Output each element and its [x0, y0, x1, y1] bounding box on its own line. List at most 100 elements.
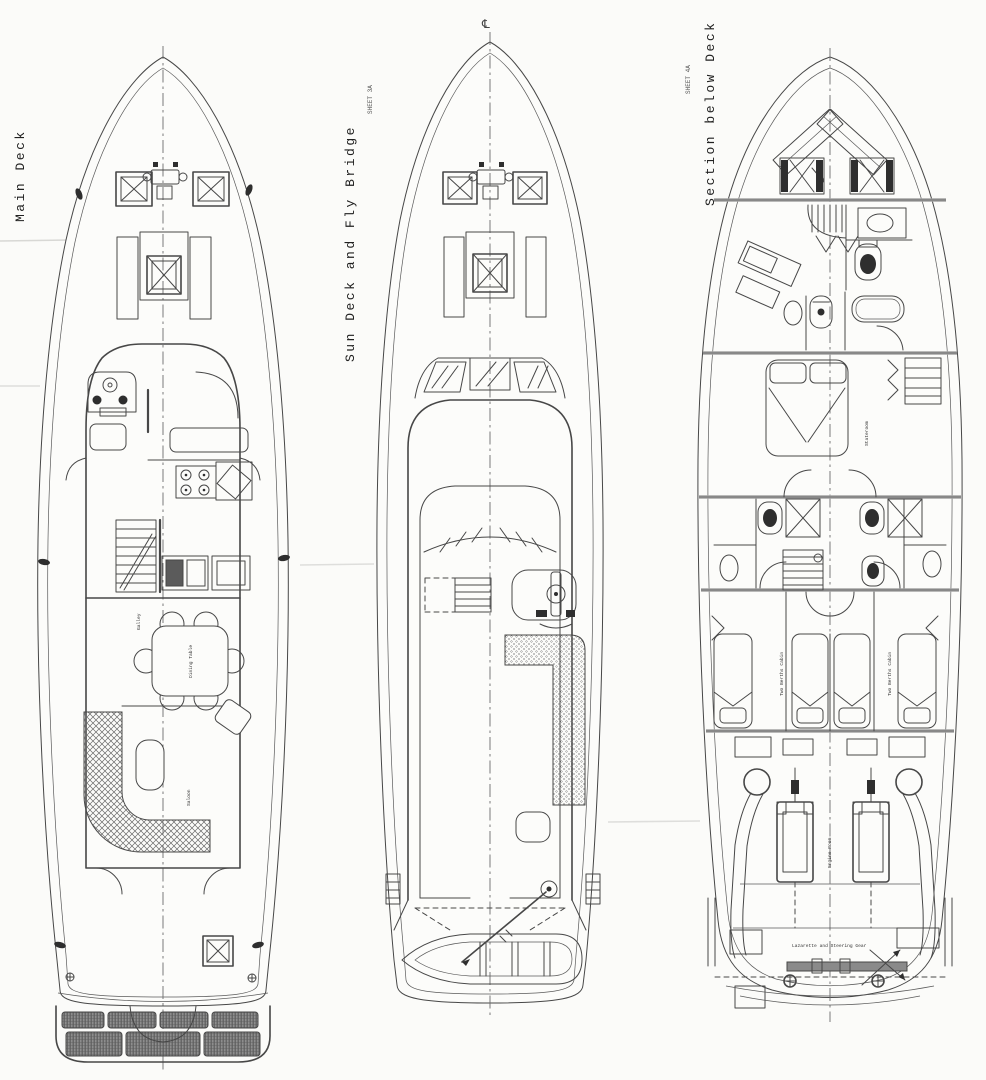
saloon-sofa — [83, 711, 211, 853]
stateroom-label: Stateroom — [864, 421, 870, 446]
helm-console — [87, 371, 137, 417]
foredeck-locker-starboard — [525, 236, 547, 318]
crew-berth-port — [779, 157, 825, 195]
galley — [85, 459, 253, 599]
main-deck-title: Main Deck — [13, 129, 28, 222]
berth — [897, 633, 937, 729]
aft-deck — [54, 867, 269, 1002]
foredeck-locker-starboard — [189, 236, 212, 320]
twin-cabins — [711, 591, 939, 732]
scan-artifacts — [0, 239, 701, 823]
bathtub — [851, 295, 905, 323]
grating-panel — [125, 1031, 201, 1057]
main-deck-plan: Main Deck — [13, 46, 290, 1070]
foredeck-hatch-starboard — [192, 171, 230, 207]
lazarette — [707, 897, 953, 1009]
transom-curves — [725, 985, 935, 1006]
lazarette-label: Lazarette and Steering Gear — [792, 943, 867, 949]
grating-panel — [203, 1031, 261, 1057]
dining-label: Dining Table — [188, 645, 194, 678]
sink — [783, 300, 803, 326]
door-swing — [848, 469, 877, 498]
coffee-table — [135, 739, 165, 791]
twin-cabin-label-port: Two Berths Cabin — [779, 652, 785, 696]
door-swing — [759, 561, 787, 589]
pilothouse-settee-starboard — [169, 427, 249, 453]
shower-stall — [887, 498, 923, 538]
boarding-step-starboard — [585, 873, 601, 905]
bidet — [861, 555, 885, 587]
toilet — [757, 501, 783, 535]
crew-head-starboard — [845, 204, 913, 291]
windshield — [414, 357, 566, 399]
dresser — [904, 357, 942, 405]
grating-panel — [211, 1011, 259, 1029]
sheet-note-4a: SHEET 4A — [685, 65, 692, 94]
sink — [719, 554, 739, 582]
side-deck-door-starboard — [239, 457, 261, 481]
aft-sun-deck — [385, 873, 601, 985]
below-deck-title: Section below Deck — [703, 21, 718, 206]
steering-column — [550, 571, 562, 617]
midship-cleat-port — [38, 558, 50, 566]
transom-gate-swing — [129, 1005, 197, 1043]
companionway-stairs — [115, 519, 157, 593]
foredeck-hatch-port — [442, 171, 478, 205]
saloon-door-port — [95, 867, 123, 895]
engine-starboard — [852, 767, 890, 929]
side-deck-door-port — [65, 457, 87, 481]
saloon-label: Saloon — [186, 789, 192, 806]
stern-cleat-starboard — [252, 941, 264, 949]
galley-label: Galley — [136, 613, 142, 630]
forward-head — [783, 291, 905, 351]
galley-sink — [216, 464, 252, 500]
crew-berth-starboard — [849, 157, 895, 195]
cabin-doors — [805, 591, 855, 617]
head-port — [713, 498, 821, 589]
crew-cabin-port — [735, 240, 802, 309]
bulwark-inner-line — [386, 52, 594, 995]
grating-panel — [65, 1031, 123, 1057]
crew-stairs — [807, 204, 859, 253]
dinghy-thwarts — [479, 941, 551, 977]
settee-back-line — [195, 371, 239, 419]
flybridge-stairs — [424, 577, 492, 613]
twin-cabin-label-starboard: Two Berths Cabin — [887, 652, 893, 696]
bulwark-inner-line — [707, 67, 953, 987]
berth — [833, 633, 871, 729]
stateroom — [765, 357, 942, 498]
midship-cleat-starboard — [278, 554, 290, 562]
stern-cleat-port — [54, 941, 66, 949]
locker-mark — [925, 615, 939, 641]
pillow — [903, 707, 931, 724]
sink — [866, 213, 894, 233]
sheet-note-3a: SHEET 3A — [367, 85, 374, 114]
saloon — [83, 699, 252, 853]
bow-cleat-starboard — [245, 184, 253, 196]
dining-area — [133, 611, 245, 711]
engine-port — [776, 767, 814, 929]
sun-deck-title: Sun Deck and Fly Bridge — [343, 125, 358, 362]
aft-deck-hatch — [202, 935, 234, 967]
grating-panel — [159, 1011, 209, 1029]
door-swing — [783, 469, 812, 498]
locker-mark — [711, 615, 725, 641]
pilothouse-settee-port — [89, 423, 127, 451]
bow-cleat-port — [75, 188, 83, 200]
berth — [713, 633, 753, 729]
foredeck-skylight — [139, 231, 189, 301]
steering-wheel — [546, 584, 566, 604]
toilet — [809, 295, 833, 329]
toilet — [859, 501, 885, 535]
head-starboard — [859, 498, 947, 589]
grating-panel — [107, 1011, 157, 1029]
foredeck-locker-port — [116, 236, 139, 320]
tiller-bar — [786, 961, 908, 972]
flybridge-table — [515, 811, 551, 843]
exhaust-run-port — [730, 792, 764, 959]
foredeck-locker-port — [443, 236, 465, 318]
double-bed — [765, 359, 849, 457]
door-swing — [873, 561, 901, 589]
